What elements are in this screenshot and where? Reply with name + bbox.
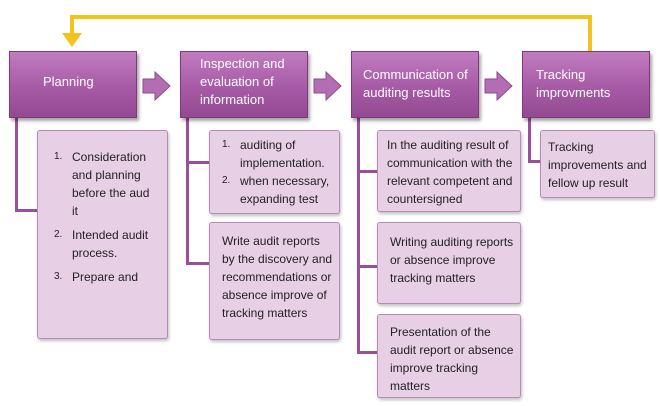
list-item-text: Consideration and planning before the au… xyxy=(72,150,150,218)
list-item-text: auditing of implementation. xyxy=(240,138,325,170)
step-title: Communication of auditing results xyxy=(363,67,468,100)
step-title: Tracking improvments xyxy=(536,67,611,100)
card-text: Presentation of the audit report or abse… xyxy=(390,325,514,393)
inspection-list: 1. auditing of implementation. 2. when n… xyxy=(222,136,335,208)
communication-card-2: Writing auditing reports or absence impr… xyxy=(377,222,521,304)
list-item-text: Intended audit process. xyxy=(72,228,149,260)
list-item: 3. Prepare and xyxy=(54,268,157,286)
list-item-number: 1. xyxy=(222,139,231,150)
connector-communication-horizontal-3 xyxy=(357,351,377,354)
list-item: 2. when necessary, expanding test xyxy=(222,172,335,208)
connector-communication-vertical xyxy=(357,118,360,354)
feedback-arrow-line xyxy=(70,15,592,52)
flow-arrow-2 xyxy=(313,70,342,102)
card-text: Writing auditing reports or absence impr… xyxy=(390,235,514,285)
list-item-number: 2. xyxy=(222,175,231,186)
list-item: 2. Intended audit process. xyxy=(54,226,157,262)
step-header-communication: Communication of auditing results xyxy=(351,51,479,118)
card-text: In the auditing result of communication … xyxy=(387,138,513,206)
flow-arrow-1 xyxy=(142,70,171,102)
connector-inspection-vertical xyxy=(186,118,189,265)
tracking-card: Tracking improvements and fellow up resu… xyxy=(540,130,655,198)
inspection-report-card: Write audit reports by the discovery and… xyxy=(209,222,340,340)
card-text: Write audit reports by the discovery and… xyxy=(222,234,333,320)
list-item: 1. Consideration and planning before the… xyxy=(54,148,157,220)
list-item-number: 1. xyxy=(54,151,63,162)
step-header-planning: Planning xyxy=(9,51,137,118)
list-item-number: 3. xyxy=(54,271,63,282)
step-header-tracking: Tracking improvments xyxy=(522,51,650,118)
list-item-number: 2. xyxy=(54,229,63,240)
connector-inspection-horizontal-1 xyxy=(186,161,209,164)
connector-communication-horizontal-2 xyxy=(357,265,377,268)
list-item: 1. auditing of implementation. xyxy=(222,136,335,172)
connector-inspection-horizontal-2 xyxy=(186,262,209,265)
list-item-text: Prepare and xyxy=(72,270,139,284)
list-item-text: when necessary, expanding test xyxy=(240,174,330,206)
connector-tracking-vertical xyxy=(528,118,531,163)
connector-planning-horizontal xyxy=(15,209,37,212)
connector-communication-horizontal-1 xyxy=(357,170,377,173)
card-text: Tracking improvements and fellow up resu… xyxy=(548,140,647,190)
connector-planning-vertical xyxy=(15,118,18,212)
flow-arrow-3 xyxy=(484,70,513,102)
step-header-inspection: Inspection and evaluation of information xyxy=(180,51,308,118)
step-title: Inspection and evaluation of information xyxy=(200,56,285,107)
planning-list-card: 1. Consideration and planning before the… xyxy=(37,130,168,339)
communication-card-3: Presentation of the audit report or abse… xyxy=(377,314,521,398)
feedback-arrow-head xyxy=(62,33,82,47)
communication-card-1: In the auditing result of communication … xyxy=(377,130,521,212)
connector-tracking-horizontal xyxy=(528,160,540,163)
inspection-list-card: 1. auditing of implementation. 2. when n… xyxy=(209,130,340,214)
step-title: Planning xyxy=(43,74,94,89)
planning-list: 1. Consideration and planning before the… xyxy=(54,148,157,286)
